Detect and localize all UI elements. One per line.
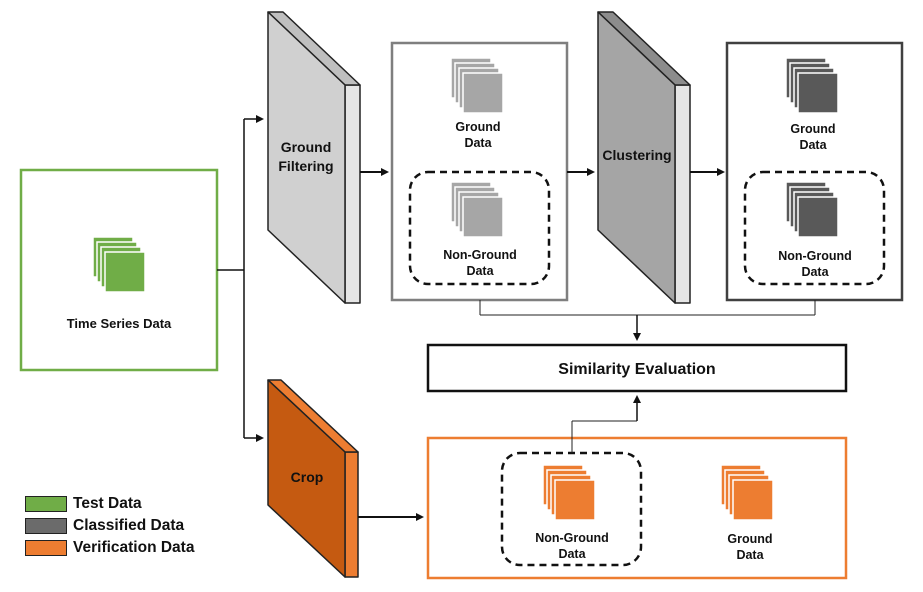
legend-label: Classified Data xyxy=(73,516,185,534)
test-data-stack-icon xyxy=(92,236,146,293)
legend-item-test: Test Data xyxy=(25,493,194,514)
verification-ground-stack-icon xyxy=(720,464,774,521)
legend-swatch xyxy=(25,495,67,512)
legend-swatch xyxy=(25,517,67,534)
clustered-ground-label-line2: Data xyxy=(799,138,827,152)
clustering-label: Clustering xyxy=(602,147,671,163)
legend-item-verification: Verification Data xyxy=(25,537,194,558)
branch-connector xyxy=(217,115,264,442)
clustered-ground-stack-icon xyxy=(785,57,839,114)
test-data-label: Time Series Data xyxy=(67,316,172,331)
ground-filtering-label-line1: Ground xyxy=(281,139,332,155)
legend-swatch xyxy=(25,539,67,556)
legend-label: Verification Data xyxy=(73,538,195,556)
crop-slab xyxy=(267,379,359,578)
legend-item-classified: Classified Data xyxy=(25,515,194,536)
filtered-nonground-stack-icon xyxy=(450,181,504,238)
filtered-ground-label-line2: Data xyxy=(464,136,492,150)
legend: Test Data Classified Data Verification D… xyxy=(25,493,194,559)
filtered-nonground-label-line2: Data xyxy=(466,264,494,278)
clustering-slab xyxy=(597,11,691,304)
ground-filtering-label-line2: Filtering xyxy=(278,158,333,174)
legend-label: Test Data xyxy=(73,494,142,512)
verification-nonground-label-line2: Data xyxy=(558,547,586,561)
filtered-ground-label-line1: Ground xyxy=(455,120,500,134)
verification-nonground-label-line1: Non-Ground xyxy=(535,531,609,545)
verification-ground-label-line2: Data xyxy=(736,548,764,562)
verification-ground-label-line1: Ground xyxy=(727,532,772,546)
filtered-ground-stack-icon xyxy=(450,57,504,114)
merge-connector xyxy=(479,300,816,316)
clustered-ground-label-line1: Ground xyxy=(790,122,835,136)
clustered-nonground-label-line1: Non-Ground xyxy=(778,249,852,263)
filtered-nonground-label-line1: Non-Ground xyxy=(443,248,517,262)
similarity-evaluation-box xyxy=(426,343,848,393)
clustered-nonground-group xyxy=(743,170,886,286)
crop-label: Crop xyxy=(291,469,324,485)
ground-filtering-slab xyxy=(267,11,361,304)
clustered-nonground-label-line2: Data xyxy=(801,265,829,279)
filtered-nonground-group xyxy=(408,170,551,286)
verification-nonground-stack-icon xyxy=(542,464,596,521)
similarity-evaluation-label: Similarity Evaluation xyxy=(558,361,715,378)
clustered-nonground-stack-icon xyxy=(785,181,839,238)
